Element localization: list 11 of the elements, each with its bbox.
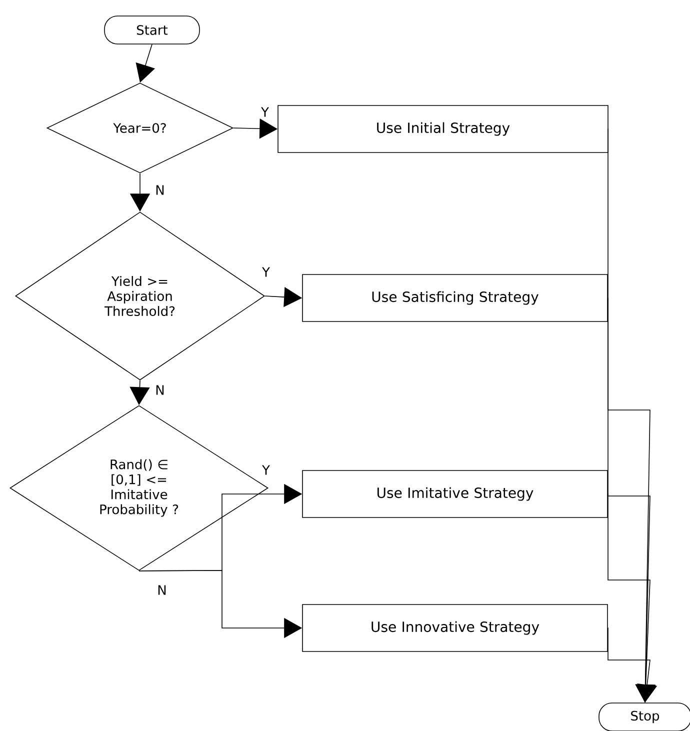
process-box: Use Innovative Strategy bbox=[302, 604, 608, 652]
terminator-box: Stop bbox=[598, 702, 690, 731]
terminator-box: Start bbox=[104, 16, 200, 44]
edge-label: Y bbox=[260, 106, 270, 118]
process-box: Use Initial Strategy bbox=[278, 105, 608, 153]
process-box: Use Imitative Strategy bbox=[302, 470, 608, 518]
edge-label: Y bbox=[261, 464, 271, 476]
process-box: Use Satisficing Strategy bbox=[302, 274, 608, 322]
edge-label: N bbox=[156, 584, 168, 596]
edge-label: N bbox=[154, 184, 166, 196]
edge-label: N bbox=[154, 384, 166, 396]
